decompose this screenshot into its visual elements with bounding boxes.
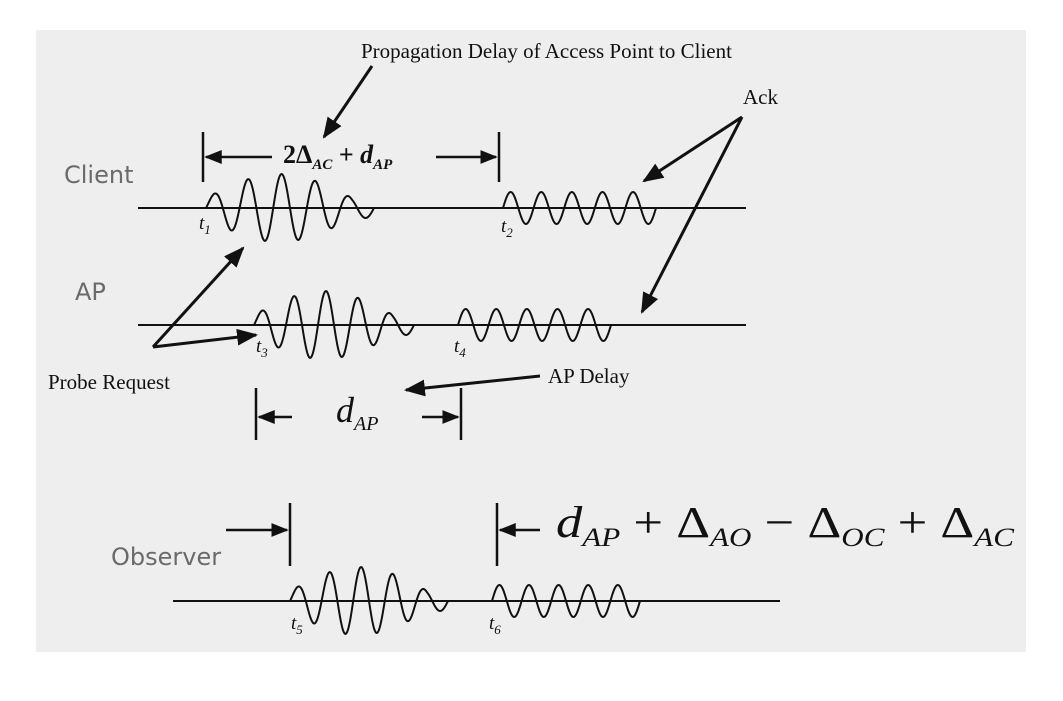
t2-label: t2 — [501, 216, 513, 240]
t6-label: t6 — [489, 613, 501, 637]
observer-label: Observer — [111, 543, 221, 571]
client-ack-waveform — [502, 190, 657, 226]
ack-label: Ack — [743, 85, 778, 109]
client-label: Client — [64, 161, 133, 189]
ap-delay-arrow — [403, 374, 541, 397]
t3-label: t3 — [256, 336, 268, 360]
observer-probe-waveform — [289, 565, 449, 635]
ack-arrow-client — [642, 115, 743, 183]
client-probe-waveform — [205, 172, 375, 242]
ap-label: AP — [75, 278, 106, 306]
probe-arrow-client — [151, 246, 245, 349]
ap-delay-label: AP Delay — [548, 364, 630, 388]
t4-label: t4 — [454, 336, 466, 360]
observer-ack-waveform — [491, 583, 641, 619]
client-interval-formula: 2ΔAC + dAP — [283, 140, 393, 173]
t1-label: t1 — [199, 213, 211, 237]
probe-arrow-ap — [152, 328, 259, 349]
probe-request-label: Probe Request — [48, 370, 170, 394]
propagation-delay-label: Propagation Delay of Access Point to Cli… — [361, 39, 732, 63]
ap-interval-formula: dAP — [336, 390, 378, 435]
propagation-arrow — [322, 65, 374, 139]
ack-arrow-ap — [640, 116, 744, 314]
t5-label: t5 — [291, 613, 303, 637]
ap-probe-waveform — [253, 289, 415, 359]
ap-ack-waveform — [457, 307, 612, 343]
